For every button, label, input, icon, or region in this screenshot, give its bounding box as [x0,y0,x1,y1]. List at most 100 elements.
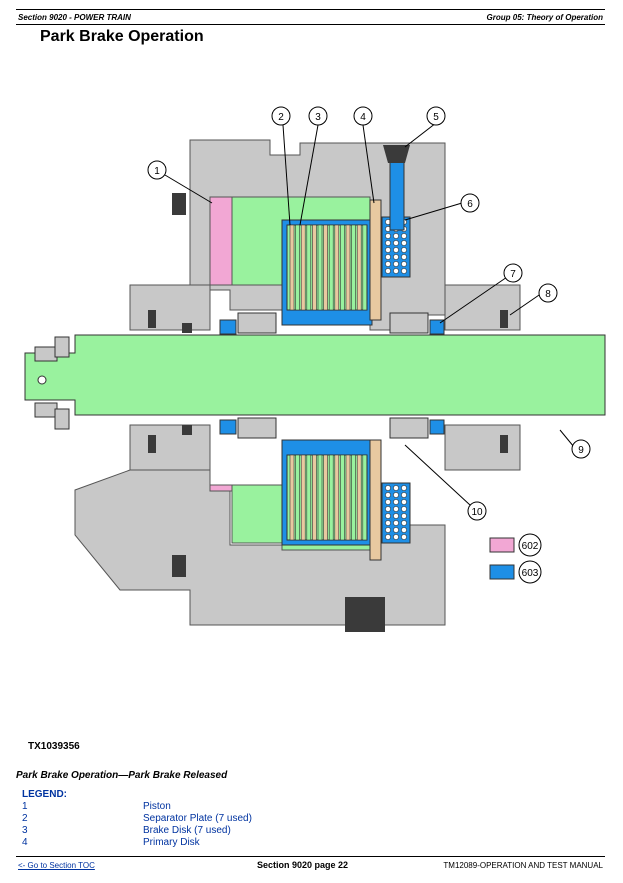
spring-coil [393,261,399,267]
spring-coil [393,254,399,260]
brake-disk [317,454,323,541]
spring-coil [385,527,391,533]
separator-plate [334,224,340,311]
callout-circle [571,439,591,459]
spring-coil [385,534,391,540]
callout-label: 1 [154,166,160,177]
header-bottom-rule [16,24,605,25]
brake-disk [362,224,368,311]
separator-plate [300,224,306,311]
spring-coil [385,513,391,519]
legend-label: Primary Disk [143,837,200,848]
spring-coil [401,492,407,498]
spring-coil [393,534,399,540]
spring-pack-lower [381,482,411,544]
spring-coil [401,233,407,239]
legend-item: 4 Primary Disk [22,837,362,849]
separator-plate [345,454,351,541]
separator-plate [300,454,306,541]
leader-lines [164,122,575,506]
separator-plate [356,224,362,311]
spring-coil [393,492,399,498]
bearings [237,312,429,439]
spring-coil [385,254,391,260]
spring-coil [393,527,399,533]
callout-circle [467,501,487,521]
brake-disks-upper [289,224,368,311]
shaft-end [34,336,70,430]
callout-label: 9 [578,445,584,456]
legend-label: Separator Plate (7 used) [143,813,252,824]
footer-rule [16,856,605,857]
section-toc-link[interactable]: <- Go to Section TOC [18,861,95,870]
legend-number: 4 [22,837,28,848]
separator-plate [345,224,351,311]
spring-coil [393,268,399,274]
separator-plate [312,454,317,541]
callout-label: 8 [545,289,551,300]
legend-item: 1 Piston [22,801,362,813]
spring-coil [401,240,407,246]
brake-disk [351,224,356,311]
spring-coil [385,506,391,512]
legend-item: 3 Brake Disk (7 used) [22,825,362,837]
callout-circle [147,160,167,180]
callout-label: 5 [433,112,439,123]
callout-circle [538,283,558,303]
callout-circle [308,106,328,126]
legend-item: 2 Separator Plate (7 used) [22,813,362,825]
spring-coil [401,520,407,526]
separator-plate [334,454,340,541]
spring-coil [393,520,399,526]
color-swatch-603 [489,564,515,580]
spring-coil [385,233,391,239]
spring-coil [401,499,407,505]
brake-disk [295,224,300,311]
separator-plate [356,454,362,541]
spring-coil [385,492,391,498]
spring-coil [401,254,407,260]
spring-coil [385,261,391,267]
shaft-hole [37,375,47,385]
spring-housing [381,482,411,544]
spring-coil [385,520,391,526]
spring-coil [401,527,407,533]
callout-label: 6 [467,199,473,210]
callout-circle [353,106,373,126]
callout-circle [460,193,480,213]
brake-disk [340,224,345,311]
group-header: Group 05: Theory of Operation [486,13,603,22]
spring-coil [401,513,407,519]
separator-plate [323,224,328,311]
figure-id: TX1039356 [28,741,80,752]
brake-disk [306,454,312,541]
brake-disk [328,454,334,541]
color-key: 602 603 [489,533,542,584]
spring-coil [393,240,399,246]
spring-coil [401,506,407,512]
page-title: Park Brake Operation [40,28,204,45]
callout-label: 4 [360,112,366,123]
legend-label: Piston [143,801,171,812]
figure-caption: Park Brake Operation—Park Brake Released [16,770,228,781]
spring-coil [393,233,399,239]
spring-coil [385,485,391,491]
piston [209,196,233,492]
output-shaft [24,334,606,416]
legend-title: LEGEND: [22,789,67,800]
code-603-label: 603 [522,568,539,579]
legend-number: 3 [22,825,28,836]
callout-label: 10 [471,507,483,518]
spring-coil [393,247,399,253]
header-top-rule [16,9,605,10]
separator-plate [323,454,328,541]
spring-coil [385,268,391,274]
callout-label: 3 [315,112,321,123]
spring-coil [401,485,407,491]
spring-coil [401,247,407,253]
page-number: Section 9020 page 22 [257,860,349,870]
spring-pack-upper [381,216,411,278]
callout-circle [271,106,291,126]
